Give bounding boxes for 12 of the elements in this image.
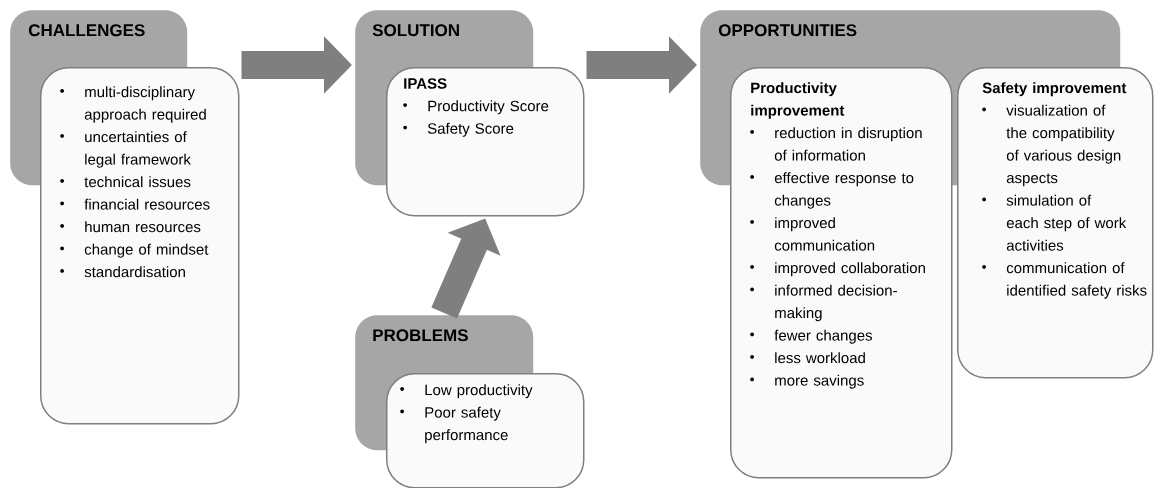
node-label: improved collaboration [775,262,925,277]
node-label: CHALLENGES [28,24,145,37]
node-label: more savings [775,374,864,389]
node-label: Safety improvement [982,82,1127,97]
node-label: communication of identified safety risks [1006,262,1147,299]
section-card: PROBLEMS Low productivity Poor safety performance [355,315,585,488]
node-label: fewer changes [774,329,873,344]
node-label: less workload [775,352,865,364]
node-label: OPPORTUNITIES [718,24,857,37]
section-card: SOLUTION IPASS Productivity Score Safety Score [355,10,585,217]
section-card: CHALLENGES multi-disciplinary approach required uncertainties of legal framework technical issues financial resources human resources change of mindset standardisation [10,10,240,425]
section-card: OPPORTUNITIES Productivity improvement reduction in disruption of information effective response to changes improved communication improved collaboration informed decision-making fewer changes less workload more savings Safety improvement visualization of the compatibility of various design aspects simulation of each step of work activities communication of identified safety risks [700,10,1154,479]
